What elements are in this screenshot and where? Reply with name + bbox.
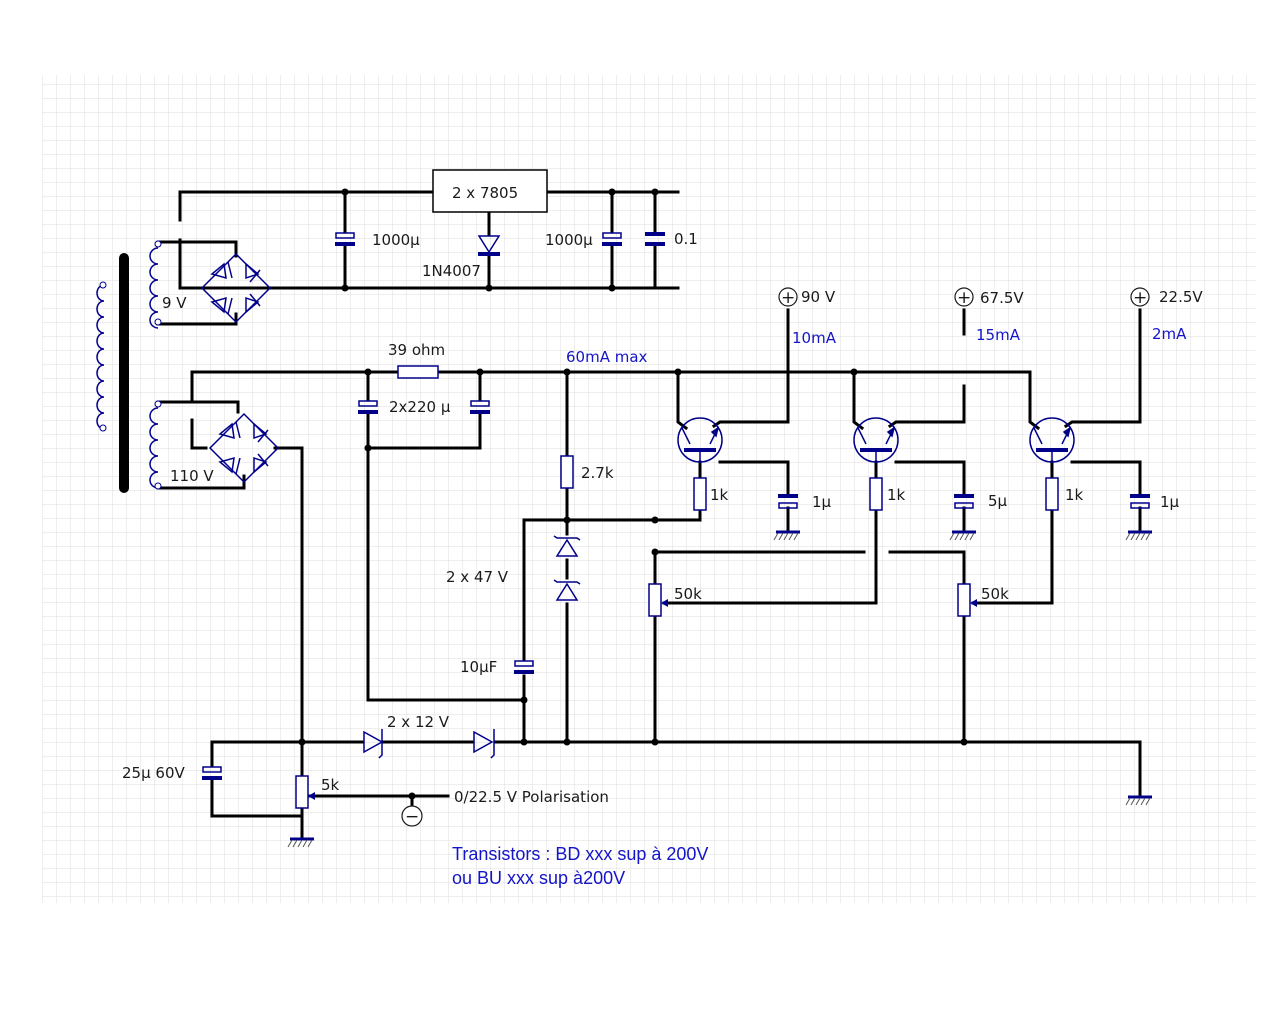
label-cap-1u-c: 1µ	[1160, 493, 1180, 511]
transistor-2	[853, 417, 899, 463]
cap-1000u-out	[602, 232, 622, 246]
primary-coil	[96, 284, 105, 430]
resistors	[295, 365, 1059, 809]
secondary-coil-9v	[149, 247, 159, 329]
label-rail-225: 22.5V	[1159, 288, 1203, 306]
plus-sign-22: +	[1133, 288, 1147, 308]
pot-5k	[295, 775, 309, 809]
cap-220u-a	[358, 400, 378, 414]
label-cap-01: 0.1	[674, 230, 698, 248]
label-pot-50k-a: 50k	[674, 585, 702, 603]
label-zener-47: 2 x 47 V	[446, 568, 509, 586]
label-9v: 9 V	[162, 294, 187, 312]
cap-1000u-in	[335, 232, 355, 246]
capacitors	[202, 232, 1150, 780]
plus-sign-90: +	[781, 288, 795, 308]
label-current-2: 2mA	[1152, 325, 1187, 343]
pot-wipers	[308, 599, 977, 800]
terminal-22v	[1130, 287, 1150, 307]
zener-47v-b	[553, 579, 581, 601]
cap-220u-b	[470, 400, 490, 414]
cap-5u	[954, 494, 974, 509]
label-cap-25u: 25µ 60V	[122, 764, 185, 782]
label-2x220: 2x220 µ	[389, 398, 451, 416]
cap-0-1	[645, 232, 665, 246]
pot-50k-a	[648, 583, 662, 617]
pot-50k-b	[957, 583, 971, 617]
label-zener-12: 2 x 12 V	[387, 713, 450, 731]
terminal-polarisation	[401, 805, 423, 827]
cap-1u-a	[778, 494, 798, 509]
zener-12v-a	[363, 729, 384, 759]
label-39-ohm: 39 ohm	[388, 341, 445, 359]
label-rail-675: 67.5V	[980, 289, 1024, 307]
transistor-1	[677, 417, 723, 463]
label-res-1k-b: 1k	[887, 486, 906, 504]
terminals	[401, 287, 1150, 827]
label-cap-5u: 5µ	[988, 492, 1008, 510]
transformer	[96, 240, 162, 493]
res-2-7k	[560, 455, 574, 489]
label-rail-90: 90 V	[801, 288, 836, 306]
cap-1u-c	[1130, 494, 1150, 509]
note-line-1: Transistors : BD xxx sup à 200V	[452, 844, 708, 864]
bridge-rectifier-110v	[208, 412, 280, 484]
cap-10u	[514, 660, 534, 674]
diodes	[363, 235, 581, 759]
label-current-10: 10mA	[792, 329, 837, 347]
label-cap-out: 1000µ	[545, 231, 593, 249]
label-regulator: 2 x 7805	[452, 184, 518, 202]
terminal-67v	[954, 287, 974, 307]
minus-sign: −	[405, 807, 419, 827]
label-1n4007: 1N4007	[422, 262, 481, 280]
label-res-1k-a: 1k	[710, 486, 729, 504]
label-cap-in: 1000µ	[372, 231, 420, 249]
diode-1n4007	[477, 235, 501, 256]
terminal-90v	[778, 287, 798, 307]
regulator-box	[432, 169, 548, 213]
secondary-coil-110v	[149, 407, 159, 489]
label-polarisation: 0/22.5 V Polarisation	[454, 788, 609, 806]
label-2-7k: 2.7k	[581, 464, 614, 482]
res-1k-b	[869, 477, 883, 511]
zener-47v-a	[553, 535, 581, 557]
label-current-15: 15mA	[976, 326, 1021, 344]
res-1k-a	[693, 477, 707, 511]
note-line-2: ou BU xxx sup à200V	[452, 868, 625, 888]
label-pot-5k: 5k	[321, 776, 340, 794]
zener-12v-b	[473, 729, 495, 759]
label-cap-10u: 10µF	[460, 658, 497, 676]
label-cap-1u-a: 1µ	[812, 493, 832, 511]
transistor-3	[1029, 417, 1075, 463]
cap-25u	[202, 766, 222, 780]
plus-sign-67: +	[957, 288, 971, 308]
label-res-1k-c: 1k	[1065, 486, 1084, 504]
label-pot-50k-b: 50k	[981, 585, 1009, 603]
junction-dots	[298, 188, 968, 800]
label-110v: 110 V	[170, 467, 214, 485]
res-39-ohm	[397, 365, 439, 379]
wires	[156, 190, 1142, 840]
res-1k-c	[1045, 477, 1059, 511]
label-current-max: 60mA max	[566, 348, 648, 366]
bridge-rectifier-9v	[200, 252, 272, 324]
